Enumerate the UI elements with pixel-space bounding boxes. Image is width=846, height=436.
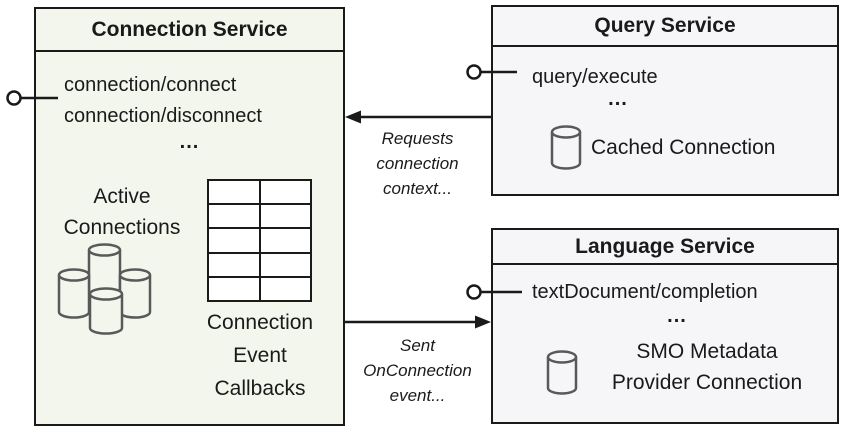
smo-provider-label: SMO Metadata Provider Connection [611,340,803,394]
connection-callbacks-table [207,178,312,303]
query-service-title: Query Service [493,7,837,47]
query-ellipsis: ... [608,88,628,110]
database-icon [546,350,578,395]
connection-service-box: Connection Service connection/connect co… [34,7,345,426]
sent-arrow [345,315,491,329]
requests-connection-label: Requests connection context... [376,129,459,198]
query-method: query/execute [532,66,658,88]
method-connect: connection/connect [64,74,237,96]
connection-service-title: Connection Service [36,9,343,52]
language-service-title: Language Service [493,230,837,265]
language-service-box: Language Service textDocument/completion… [491,228,839,424]
cached-connection-label: Cached Connection [591,136,776,159]
language-ellipsis: ... [667,305,687,327]
method-disconnect: connection/disconnect [64,105,262,127]
query-service-box: Query Service query/execute ... Cached C… [491,5,839,196]
requests-arrow [345,110,491,124]
sent-onconnection-label: Sent OnConnection event... [363,336,472,405]
callbacks-label: Connection Event Callbacks [206,311,314,400]
language-method: textDocument/completion [532,281,758,303]
database-cluster-icon [57,243,152,335]
connection-methods: connection/connect connection/disconnect… [64,70,315,152]
active-connections-label: Active Connections [63,185,181,239]
database-icon [550,125,582,170]
methods-ellipsis: ... [179,131,200,153]
